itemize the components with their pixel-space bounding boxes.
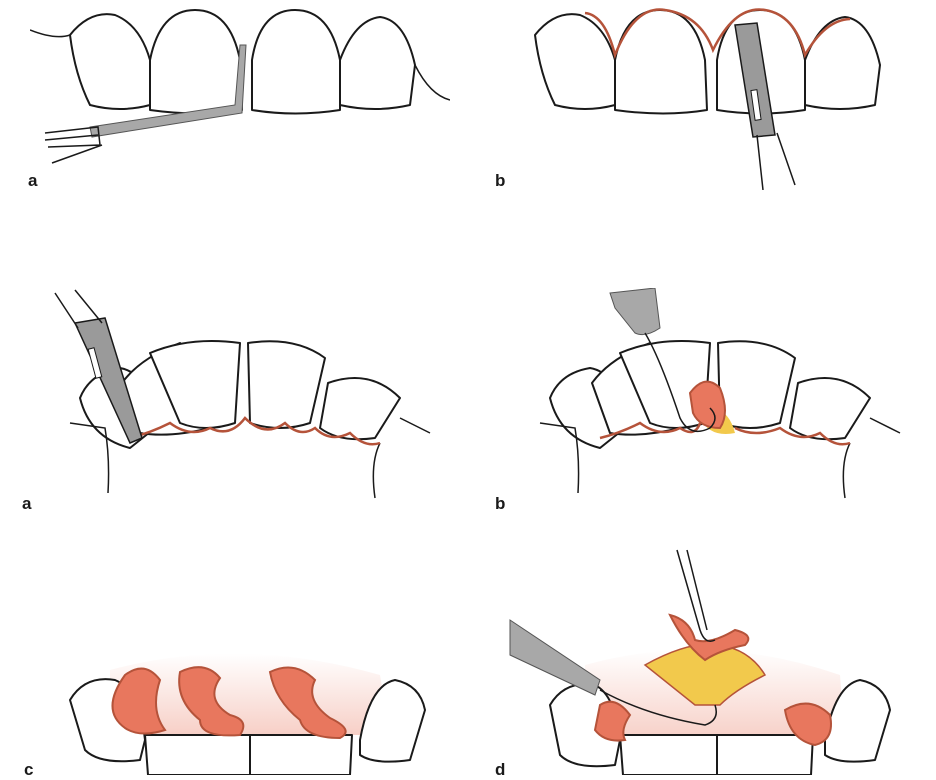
- scalpel-incision-illustration: [495, 5, 915, 190]
- tooth-central-right: [252, 10, 340, 114]
- panel-label-a: a: [28, 171, 37, 191]
- probe-illustration: [30, 5, 450, 190]
- tooth-lateral-left: [70, 14, 150, 109]
- reflected-papillae-illustration: [30, 560, 450, 775]
- tooth-central-right: [718, 341, 795, 428]
- tooth-central-right: [717, 735, 813, 775]
- tooth-lateral-right: [320, 378, 400, 439]
- figure2-panel-a: a: [30, 288, 450, 503]
- elevator-handle: [510, 620, 600, 695]
- tooth-central-left: [615, 10, 707, 114]
- panel-label-a: a: [22, 494, 31, 514]
- figure2-panel-b: b: [495, 288, 915, 503]
- flap-reflection-illustration: [495, 545, 915, 775]
- tooth-central-left: [150, 10, 242, 114]
- tooth-lateral-right: [340, 17, 415, 109]
- panel-label-b: b: [495, 171, 505, 191]
- elevator-handle: [610, 288, 660, 335]
- figure2-panel-d: d: [495, 545, 915, 775]
- panel-label-b: b: [495, 494, 505, 514]
- tooth-central-right: [250, 735, 352, 775]
- sulcular-incision-illustration: [30, 288, 450, 503]
- figure1-panel-a: a: [30, 5, 450, 190]
- panel-label-d: d: [495, 760, 505, 780]
- tooth-lateral-right: [805, 17, 880, 109]
- tooth-lateral-left: [535, 14, 615, 109]
- scalpel-handle: [757, 133, 795, 190]
- figure1-panel-b: b: [495, 5, 915, 190]
- figure2-panel-c: c: [30, 560, 450, 775]
- tooth-central-left: [145, 735, 250, 775]
- tooth-central-left: [620, 735, 717, 775]
- tooth-lateral-right: [790, 378, 870, 439]
- tooth-central-right: [248, 341, 325, 428]
- papilla-elevation-illustration: [495, 288, 915, 503]
- panel-label-c: c: [24, 760, 33, 780]
